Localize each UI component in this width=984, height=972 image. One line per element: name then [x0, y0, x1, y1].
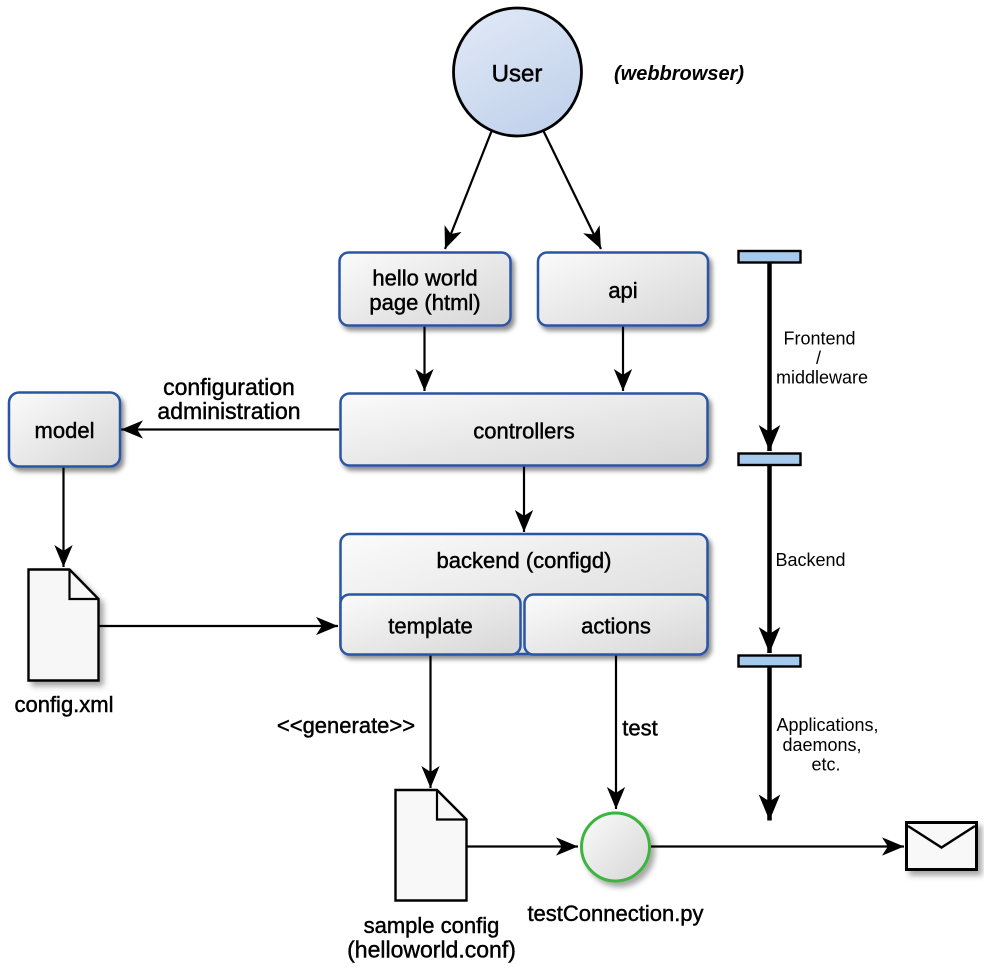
- svg-text:test: test: [622, 716, 657, 741]
- svg-text:Backend: Backend: [775, 550, 845, 570]
- svg-text:controllers: controllers: [473, 419, 574, 444]
- svg-text:testConnection.py: testConnection.py: [527, 901, 703, 926]
- svg-text:User: User: [492, 61, 543, 88]
- svg-text:<<generate>>: <<generate>>: [277, 713, 415, 738]
- svg-text:etc.: etc.: [811, 755, 840, 775]
- svg-text:template: template: [388, 614, 472, 639]
- svg-text:api: api: [608, 278, 637, 303]
- svg-text:config.xml: config.xml: [14, 692, 113, 717]
- svg-text:daemons,: daemons,: [782, 735, 861, 755]
- svg-text:(helloworld.conf): (helloworld.conf): [347, 937, 516, 963]
- svg-text:Frontend: Frontend: [783, 329, 855, 349]
- svg-text:hello world: hello world: [372, 266, 477, 291]
- svg-text:page (html): page (html): [369, 290, 480, 315]
- svg-text:Applications,: Applications,: [776, 715, 878, 735]
- svg-text:administration: administration: [157, 398, 300, 424]
- svg-text:actions: actions: [581, 614, 651, 639]
- svg-text:model: model: [35, 418, 95, 443]
- svg-text:sample config: sample config: [364, 913, 500, 938]
- svg-text:configuration: configuration: [163, 374, 295, 400]
- svg-text:/: /: [816, 348, 821, 368]
- svg-text:(webbrowser): (webbrowser): [614, 63, 744, 85]
- svg-text:backend (configd): backend (configd): [437, 548, 612, 573]
- svg-text:middleware: middleware: [776, 368, 868, 388]
